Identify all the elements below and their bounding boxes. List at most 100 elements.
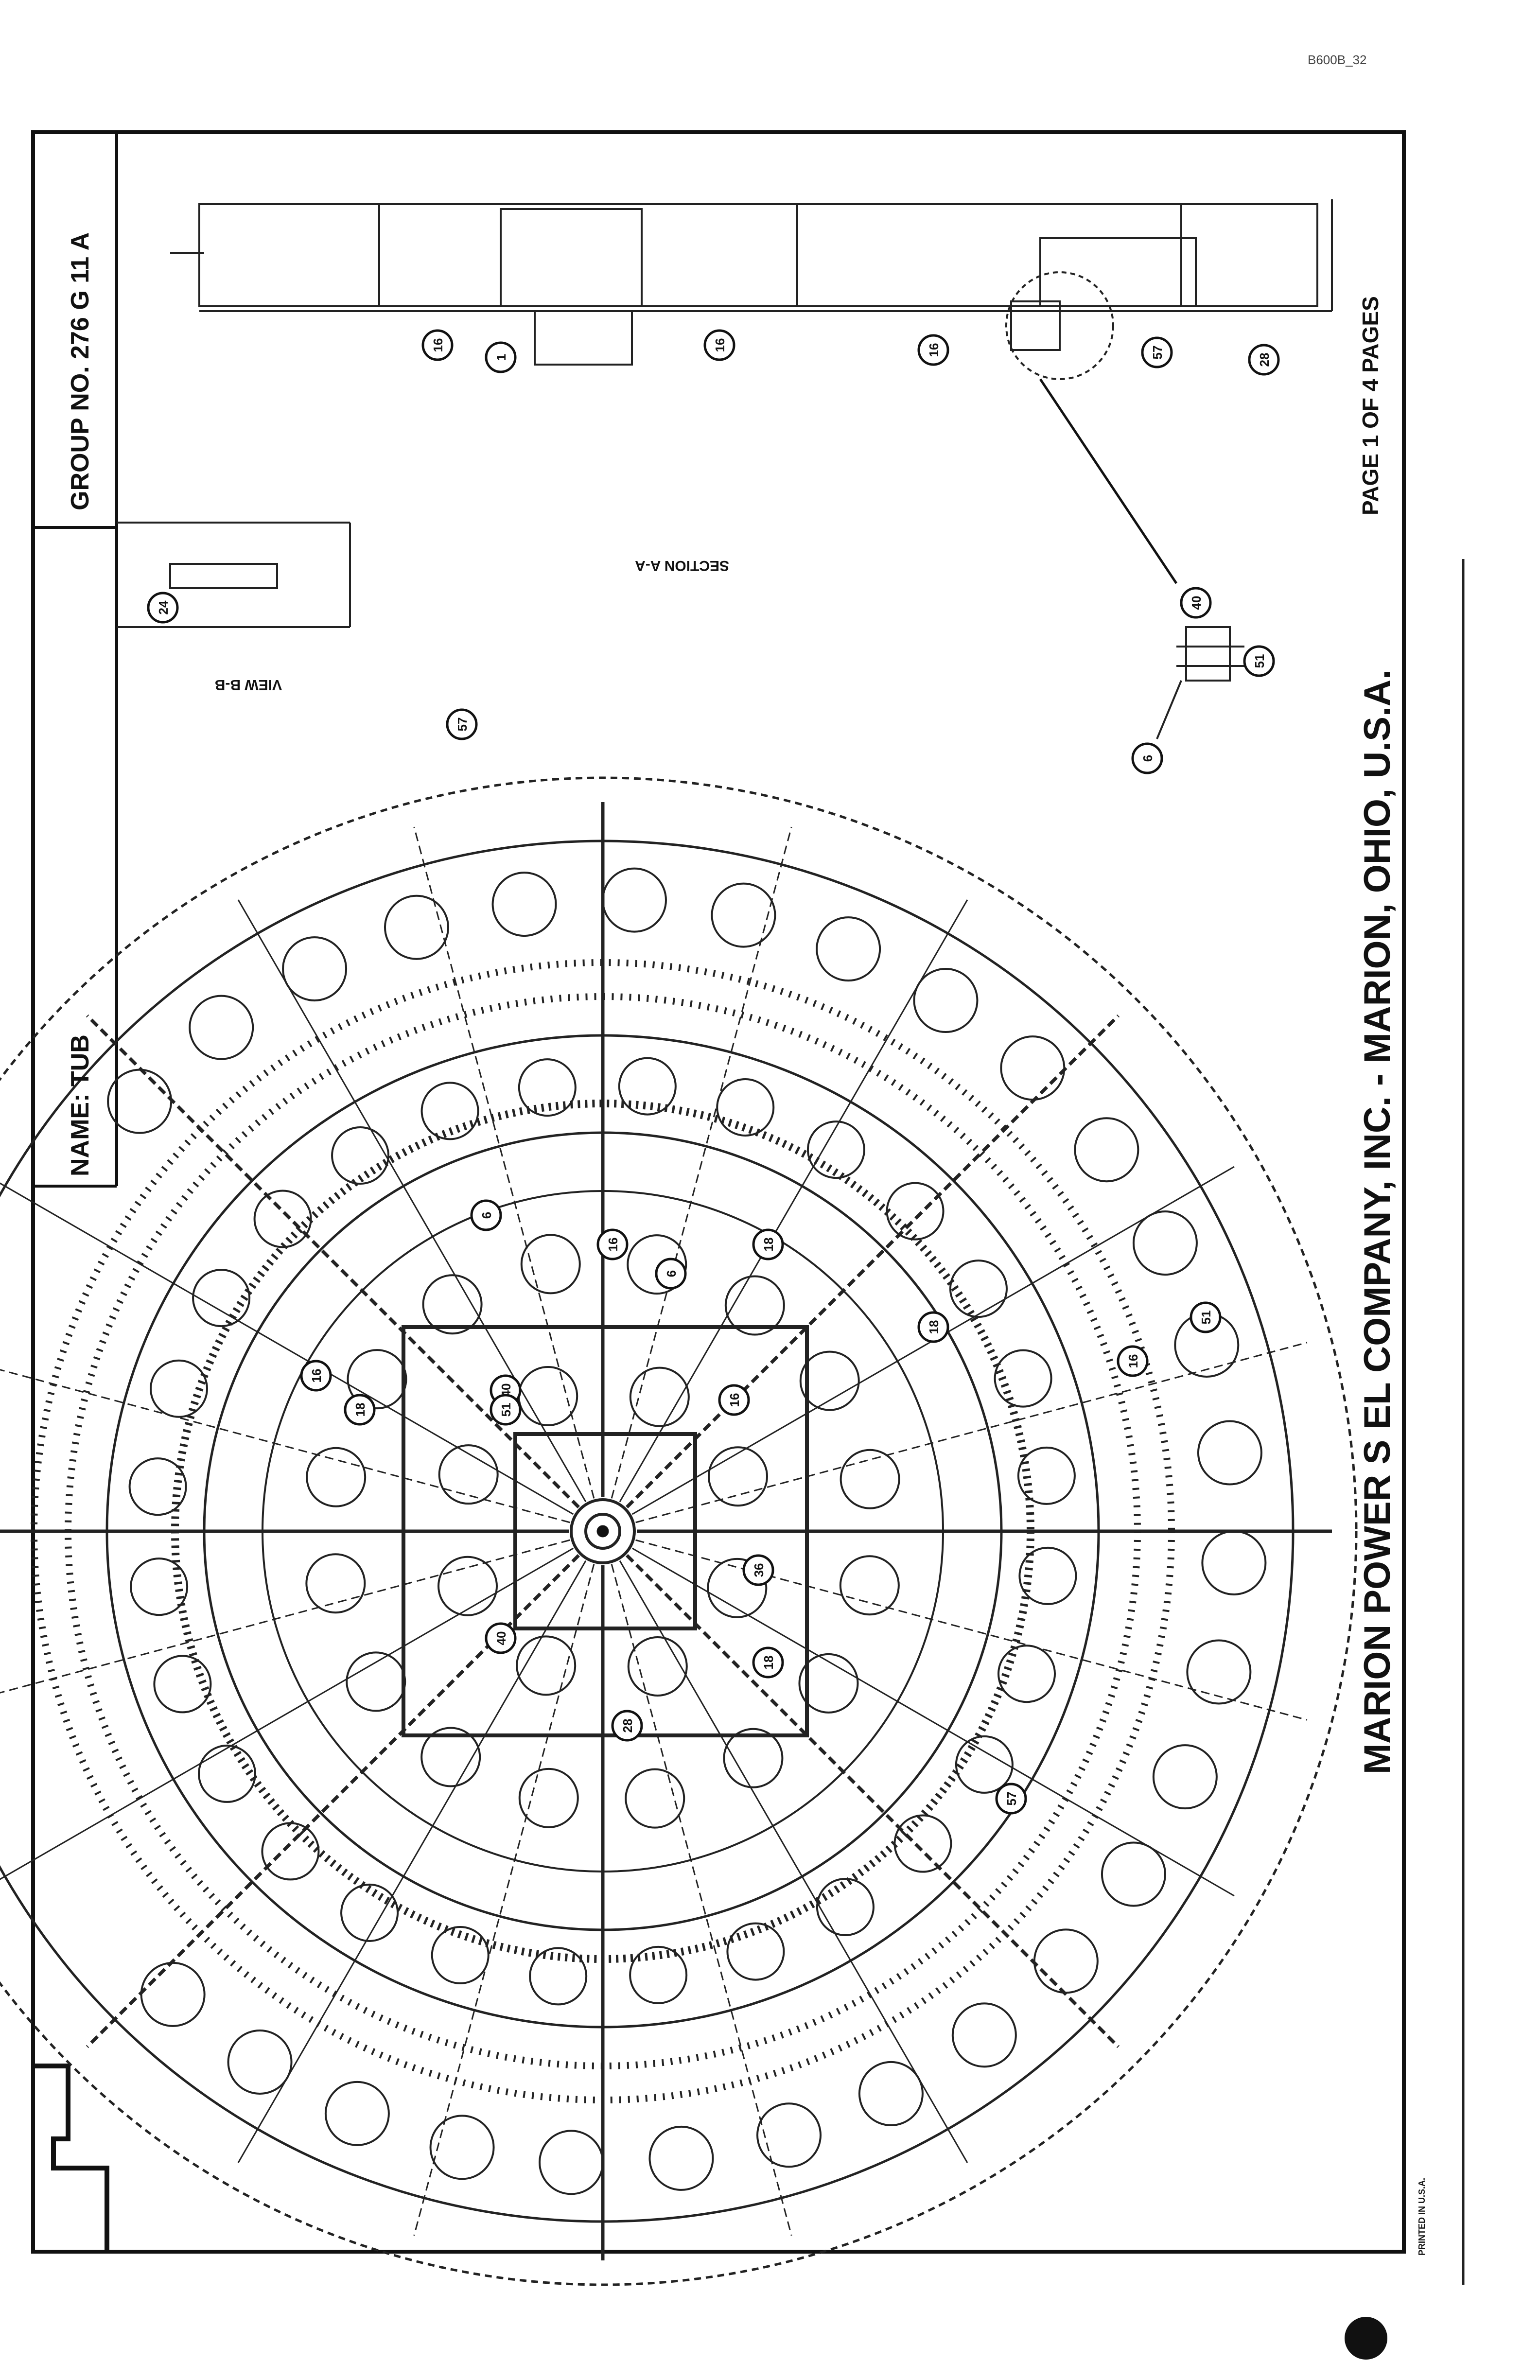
callout-number: 51 bbox=[1199, 1311, 1213, 1325]
spoke-line bbox=[0, 1547, 574, 1880]
callout-bubble: 1 bbox=[485, 341, 517, 373]
group-value: 276 G 11 A bbox=[66, 232, 94, 359]
hole bbox=[516, 1635, 577, 1696]
spoke-line bbox=[86, 1014, 580, 1508]
hole bbox=[305, 1553, 366, 1614]
callout-number: 18 bbox=[761, 1238, 776, 1252]
hole bbox=[1186, 1639, 1252, 1705]
page-count: PAGE 1 OF 4 PAGES bbox=[1358, 296, 1383, 515]
hole bbox=[438, 1556, 498, 1616]
hole bbox=[253, 1190, 312, 1248]
hole bbox=[629, 1945, 688, 2004]
callout-bubble: 18 bbox=[344, 1394, 376, 1426]
callout-number: 6 bbox=[664, 1270, 679, 1277]
hole bbox=[384, 894, 449, 960]
hole bbox=[724, 1275, 785, 1336]
spoke-line bbox=[237, 1560, 587, 2163]
hole bbox=[949, 1260, 1008, 1318]
hole bbox=[518, 1058, 577, 1117]
hole bbox=[1101, 1841, 1166, 1907]
hole bbox=[798, 1653, 859, 1714]
spoke-line bbox=[635, 1539, 1308, 1721]
callout-number: 18 bbox=[927, 1320, 941, 1334]
spoke-line bbox=[626, 1554, 1120, 2048]
hole bbox=[707, 1446, 768, 1507]
callout-number: 40 bbox=[494, 1631, 508, 1645]
hole bbox=[153, 1655, 212, 1714]
hole bbox=[130, 1558, 189, 1616]
callout-number: 16 bbox=[1126, 1354, 1140, 1368]
radial-spokes bbox=[0, 802, 1332, 2260]
hole bbox=[529, 1947, 588, 2006]
hole bbox=[261, 1822, 320, 1881]
spoke-line bbox=[0, 1369, 570, 1523]
spoke-line bbox=[0, 1539, 570, 1694]
callout-bubble: 51 bbox=[1243, 645, 1275, 677]
hole bbox=[1000, 1035, 1066, 1101]
hole bbox=[618, 1057, 677, 1116]
hole bbox=[539, 2130, 604, 2195]
hole bbox=[306, 1447, 367, 1507]
hole bbox=[420, 1727, 481, 1787]
hole bbox=[340, 1883, 399, 1942]
hole bbox=[893, 1814, 952, 1873]
hole bbox=[1152, 1744, 1218, 1810]
hole bbox=[1201, 1530, 1267, 1595]
detail-leader bbox=[1039, 378, 1178, 584]
punch-hole bbox=[1345, 2317, 1387, 2360]
hole bbox=[816, 916, 881, 982]
callout-bubble: 18 bbox=[917, 1311, 949, 1343]
hole bbox=[282, 936, 348, 1002]
callout-number: 16 bbox=[727, 1393, 742, 1407]
hole bbox=[799, 1350, 860, 1411]
callout-bubble: 57 bbox=[995, 1783, 1027, 1815]
group-label: GROUP NO. bbox=[66, 366, 94, 510]
callout-bubble: 16 bbox=[300, 1360, 332, 1392]
callout-bubble: 18 bbox=[752, 1646, 784, 1679]
hole bbox=[420, 1082, 479, 1140]
hole bbox=[955, 1735, 1014, 1794]
hole bbox=[518, 1768, 579, 1828]
spoke-line bbox=[626, 1014, 1120, 1508]
hole bbox=[839, 1555, 900, 1616]
sheet-border bbox=[31, 130, 1406, 2254]
hole bbox=[1074, 1117, 1139, 1183]
group-number: GROUP NO. 276 G 11 A bbox=[66, 232, 95, 510]
detail-view bbox=[1156, 626, 1244, 739]
hole bbox=[1017, 1446, 1076, 1505]
hole bbox=[128, 1457, 187, 1516]
callout-bubble: 6 bbox=[655, 1258, 687, 1290]
section-elevation bbox=[170, 199, 1333, 380]
hole bbox=[994, 1349, 1052, 1408]
callout-number: 6 bbox=[1140, 755, 1155, 762]
callout-number: 51 bbox=[499, 1403, 513, 1417]
hole bbox=[951, 2002, 1017, 2068]
callout-bubble: 16 bbox=[703, 329, 735, 361]
hole bbox=[438, 1444, 499, 1505]
hole bbox=[1018, 1546, 1077, 1605]
hole bbox=[429, 2115, 495, 2180]
callout-number: 16 bbox=[309, 1369, 324, 1383]
callout-bubble: 16 bbox=[421, 329, 454, 361]
view-label: VIEW B-B bbox=[214, 677, 282, 693]
hole bbox=[816, 1877, 875, 1936]
callout-number: 18 bbox=[761, 1656, 776, 1670]
callout-number: 16 bbox=[713, 338, 727, 352]
section-label: SECTION A-A bbox=[635, 558, 729, 574]
center-pin bbox=[570, 1498, 636, 1564]
lightening-holes bbox=[107, 867, 1267, 2195]
callout-bubble: 28 bbox=[1248, 344, 1280, 376]
callout-bubble: 6 bbox=[470, 1199, 502, 1231]
hole bbox=[347, 1349, 407, 1410]
callout-number: 16 bbox=[431, 338, 445, 352]
hole bbox=[629, 1366, 690, 1427]
spoke-line bbox=[237, 899, 587, 1503]
hole bbox=[324, 2081, 390, 2146]
spoke-line bbox=[413, 826, 595, 1499]
callout-number: 28 bbox=[620, 1719, 635, 1733]
company-line: MARION POWER S EL COMPANY, INC. - MARION… bbox=[1357, 669, 1398, 1774]
callout-number: 16 bbox=[606, 1238, 620, 1252]
callout-number: 36 bbox=[752, 1563, 766, 1577]
hole bbox=[716, 1078, 775, 1137]
